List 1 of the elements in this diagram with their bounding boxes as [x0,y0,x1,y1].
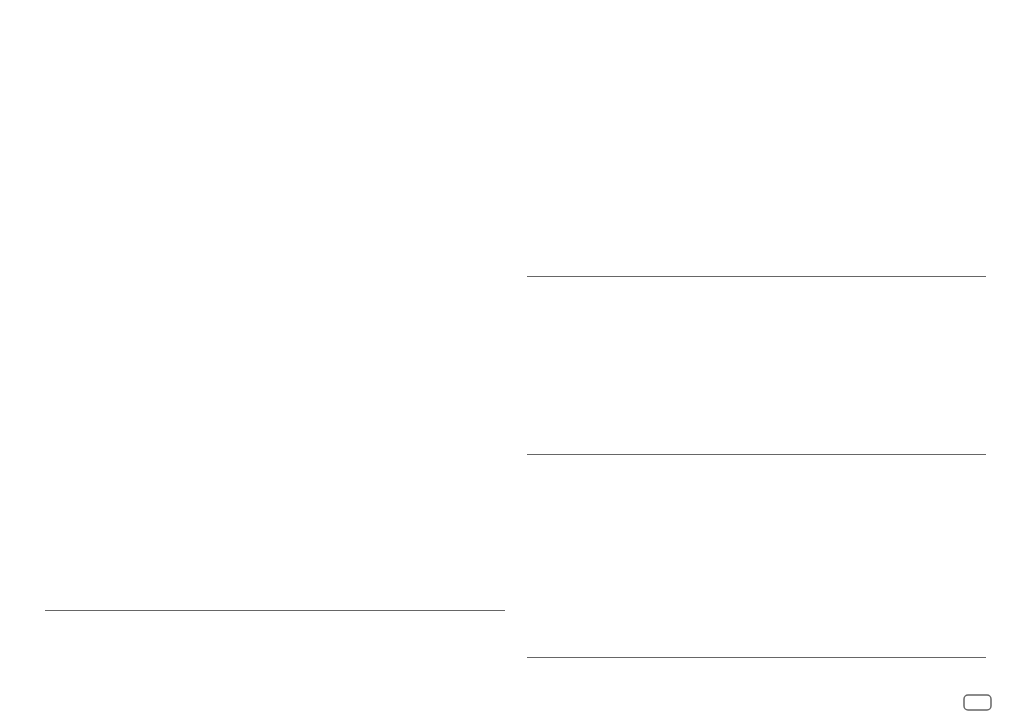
page-tab-box [963,694,992,711]
